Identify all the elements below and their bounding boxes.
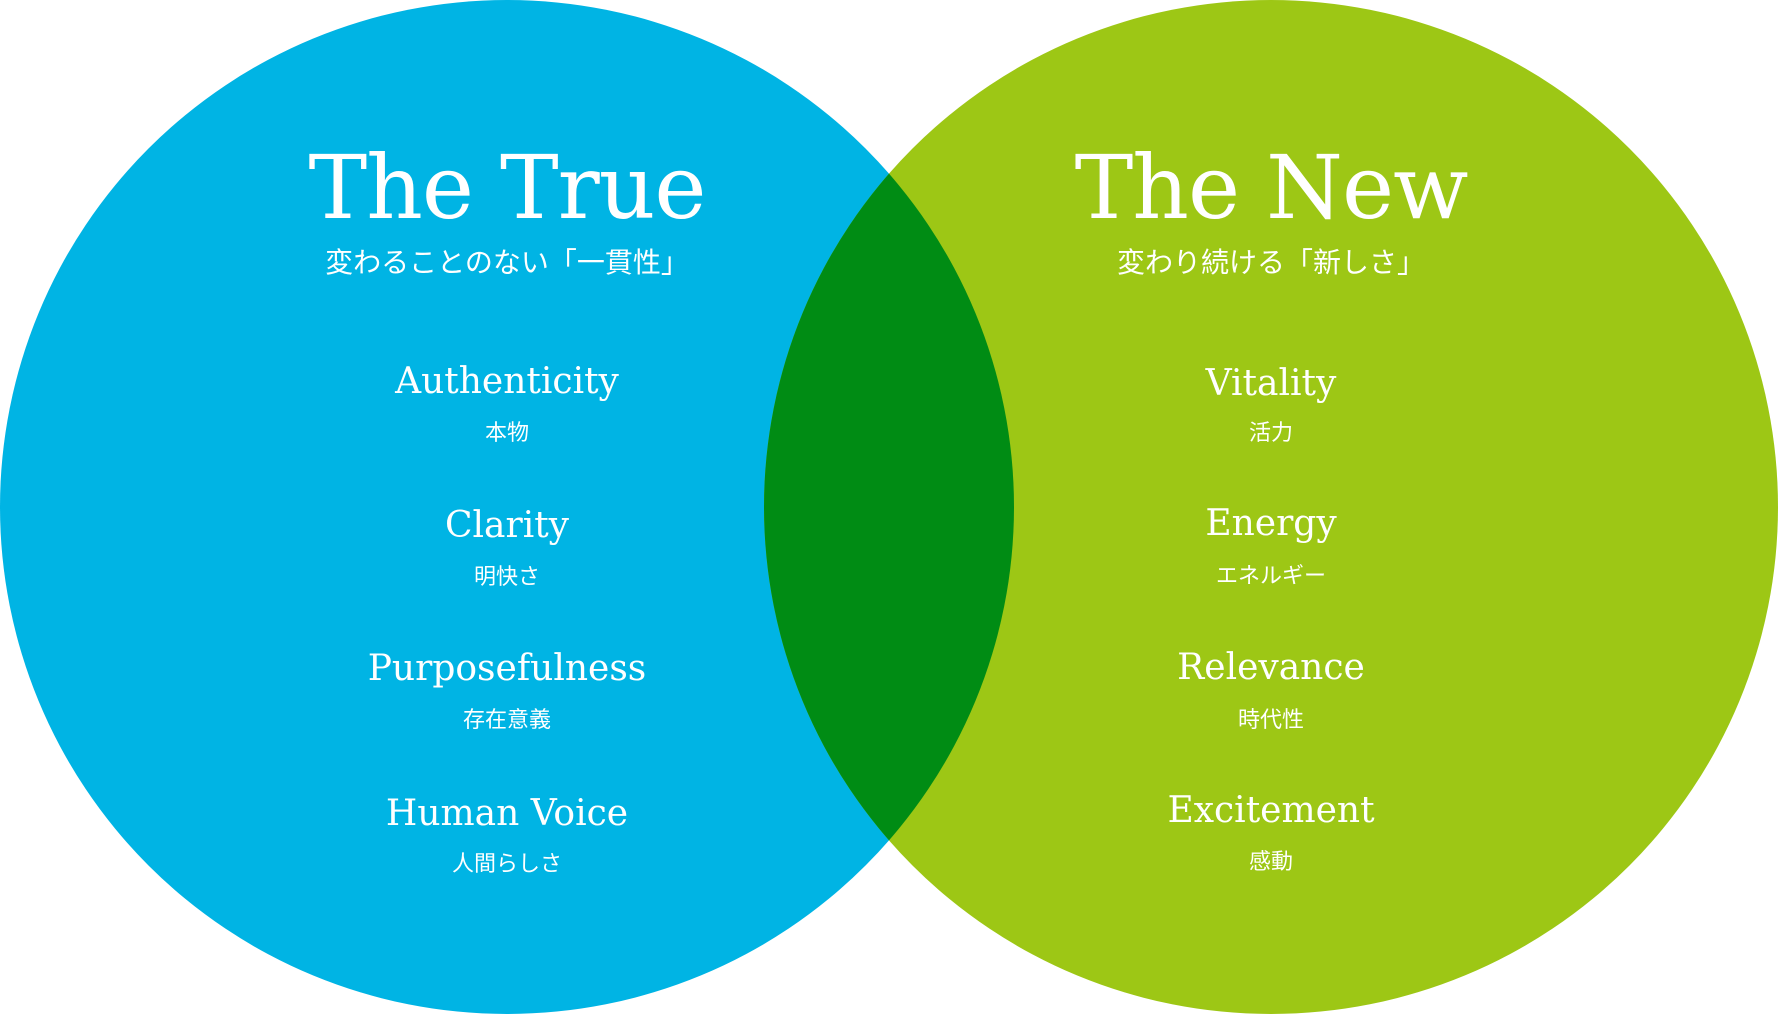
left-item-ja: 本物 bbox=[485, 421, 529, 446]
right-item-ja: 活力 bbox=[1249, 421, 1293, 446]
left-item-ja: 明快さ bbox=[474, 565, 540, 590]
left-item-en: Purposefulness bbox=[368, 648, 647, 689]
left-item-en: Authenticity bbox=[394, 361, 619, 402]
left-title: The True bbox=[309, 136, 706, 239]
left-circle bbox=[0, 0, 1014, 1014]
right-item-ja: 感動 bbox=[1249, 850, 1293, 875]
right-item-en: Excitement bbox=[1167, 790, 1375, 831]
right-item-en: Relevance bbox=[1177, 647, 1365, 688]
left-item-en: Clarity bbox=[445, 505, 570, 546]
right-item-en: Energy bbox=[1205, 503, 1337, 544]
right-circle bbox=[764, 0, 1778, 1014]
right-group: The New 変わり続ける「新しさ」 Vitality 活力 Energy エ… bbox=[1075, 136, 1470, 875]
left-item-ja: 人間らしさ bbox=[452, 852, 562, 877]
right-title: The New bbox=[1075, 136, 1469, 239]
left-subtitle: 変わることのない「一貫性」 bbox=[325, 246, 689, 279]
right-item-ja: エネルギー bbox=[1216, 564, 1326, 589]
right-item-ja: 時代性 bbox=[1238, 708, 1304, 733]
left-item-ja: 存在意義 bbox=[463, 708, 551, 733]
left-group: The True 変わることのない「一貫性」 Authenticity 本物 C… bbox=[309, 136, 707, 877]
left-item-en: Human Voice bbox=[386, 793, 628, 834]
right-subtitle: 変わり続ける「新しさ」 bbox=[1117, 246, 1425, 279]
right-item-en: Vitality bbox=[1205, 363, 1337, 404]
